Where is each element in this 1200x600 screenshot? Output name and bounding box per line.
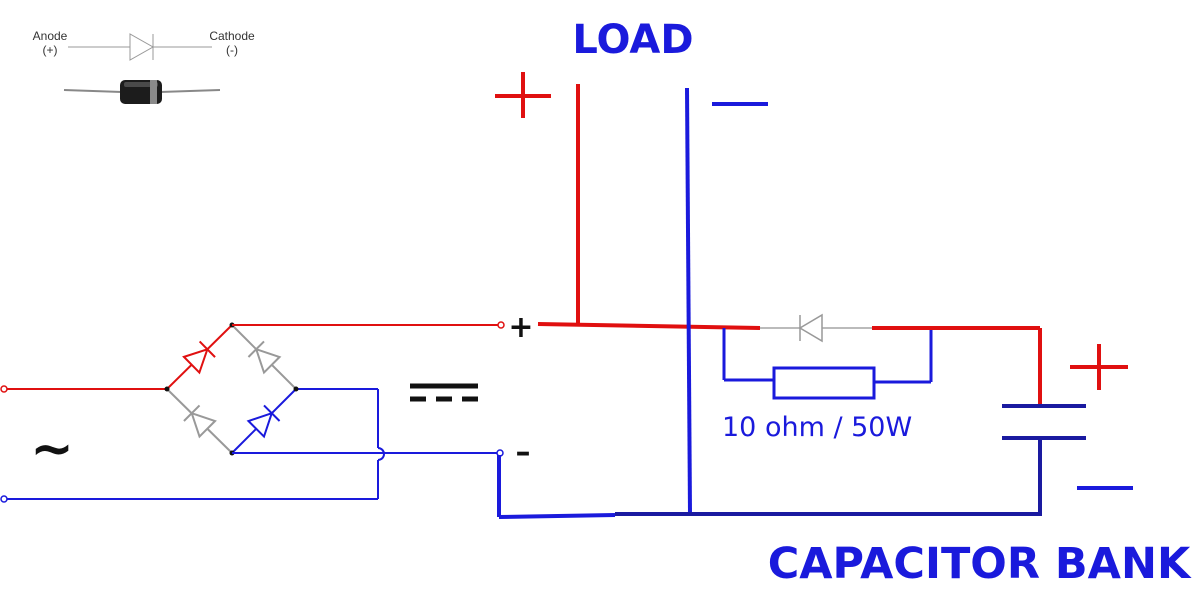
bank-plus-icon xyxy=(1070,344,1128,390)
anode-sign: (+) xyxy=(43,43,58,57)
ac-input-wires xyxy=(0,385,385,503)
diode-photo-icon xyxy=(63,80,221,104)
negative-bus xyxy=(497,87,1040,519)
anode-label: Anode xyxy=(33,29,68,43)
resistor-branch xyxy=(722,328,933,400)
diode-symbol-icon xyxy=(68,33,212,61)
positive-bus xyxy=(537,84,761,330)
resistor-icon xyxy=(772,366,876,400)
bridge-diode-red-icon xyxy=(182,340,216,375)
bridge-diode-gray-top-icon xyxy=(247,340,282,375)
bypass-diode-icon xyxy=(760,313,872,343)
resistor-label: 10 ohm / 50W xyxy=(722,412,912,443)
capacitor-bank xyxy=(872,326,1086,516)
dc-output-wires xyxy=(232,321,505,457)
load-plus-icon xyxy=(495,72,551,118)
dc-symbol-icon xyxy=(410,383,478,402)
cathode-label: Cathode xyxy=(209,29,255,43)
bridge-rectifier xyxy=(164,322,299,456)
dc-minus-label: – xyxy=(516,435,531,470)
bridge-diode-gray-bottom-icon xyxy=(183,404,217,439)
bridge-diode-blue-icon xyxy=(246,404,281,439)
diode-legend: Anode (+) Cathode (-) xyxy=(33,29,255,104)
capacitor-bank-title: CAPACITOR BANK xyxy=(768,539,1192,589)
cathode-sign: (-) xyxy=(226,43,238,57)
ac-source-symbol: ~ xyxy=(30,419,74,479)
dc-plus-label: + xyxy=(508,310,533,345)
load-title: LOAD xyxy=(572,17,693,63)
